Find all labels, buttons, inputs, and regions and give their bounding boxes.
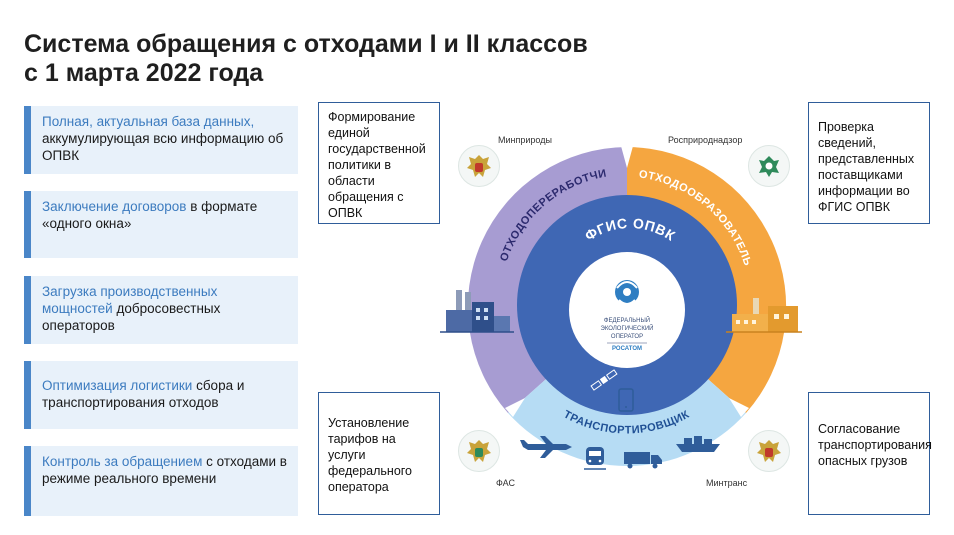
page-title: Система обращения с отходами I и II клас… <box>24 30 588 88</box>
logo-line-1: ФЕДЕРАЛЬНЫЙ <box>604 316 650 324</box>
agency-label-minprirody: Минприроды <box>498 135 552 145</box>
recycling-plant-icon <box>440 290 514 333</box>
feature-item-logistics: Оптимизация логистики сбора и транспорти… <box>24 361 298 429</box>
logo-brand: РОСАТОМ <box>612 346 642 352</box>
title-line-2: с 1 марта 2022 года <box>24 59 264 87</box>
feature-highlight: Контроль за обращением <box>42 454 203 469</box>
emblem-icon <box>748 145 790 187</box>
feature-text: добросовестных операторов <box>42 301 221 333</box>
agency-label-fas: ФАС <box>496 478 515 488</box>
title-line-1: Система обращения с отходами I и II клас… <box>24 30 588 58</box>
feature-item-control: Контроль за обращением с отходами в режи… <box>24 446 298 516</box>
divider-arrow-right <box>729 398 749 417</box>
divider-arrow-top <box>621 146 633 168</box>
feature-text: в формате «одного окна» <box>42 199 258 231</box>
feature-item-database: Полная, актуальная база данных, аккумули… <box>24 106 298 174</box>
agency-label-rosprirodnadzor: Росприроднадзор <box>668 135 743 145</box>
feature-item-capacity: Загрузка производственных мощностей добр… <box>24 276 298 344</box>
satellite-icon <box>590 369 618 391</box>
truck-icon <box>624 452 662 469</box>
coat-of-arms-icon <box>458 145 500 187</box>
train-icon <box>584 447 606 470</box>
feature-highlight: Полная, актуальная база данных, <box>42 114 255 129</box>
agency-label-mintrans: Минтранс <box>706 478 748 488</box>
coat-of-arms-icon <box>458 430 500 472</box>
box-policy: Формирование единой государственной поли… <box>318 102 440 224</box>
box-verification: Проверка сведений, представленных постав… <box>808 102 930 224</box>
rosatom-logo-icon <box>615 280 639 305</box>
segment-label-processor: ОТХОДОПЕРЕРАБОТЧИК <box>0 0 608 263</box>
smartphone-icon <box>618 388 634 412</box>
waste-generator-factory-icon <box>726 298 802 333</box>
feature-text: сбора и транспортирования отходов <box>42 378 245 410</box>
box-transport-approval: Согласование транспортирования опасных г… <box>808 392 932 515</box>
feature-text: аккумулирующая всю информацию об ОПВК <box>42 131 284 163</box>
airplane-icon <box>520 436 572 458</box>
feature-text: с отходами в режиме реального времени <box>42 454 287 486</box>
feature-highlight: Оптимизация логистики <box>42 378 193 393</box>
feature-highlight: Загрузка производственных мощностей <box>42 284 218 316</box>
box-tariffs: Установление тарифов на услуги федеральн… <box>318 392 440 515</box>
feature-item-contracts: Заключение договоров в формате «одного о… <box>24 191 298 258</box>
logo-line-3: ОПЕРАТОР <box>611 334 643 340</box>
divider-arrow-left <box>505 398 525 417</box>
logo-line-2: ЭКОЛОГИЧЕСКИЙ <box>601 324 654 332</box>
feature-highlight: Заключение договоров <box>42 199 187 214</box>
coat-of-arms-icon <box>748 430 790 472</box>
center-disc <box>569 252 685 368</box>
ship-icon <box>676 436 720 452</box>
